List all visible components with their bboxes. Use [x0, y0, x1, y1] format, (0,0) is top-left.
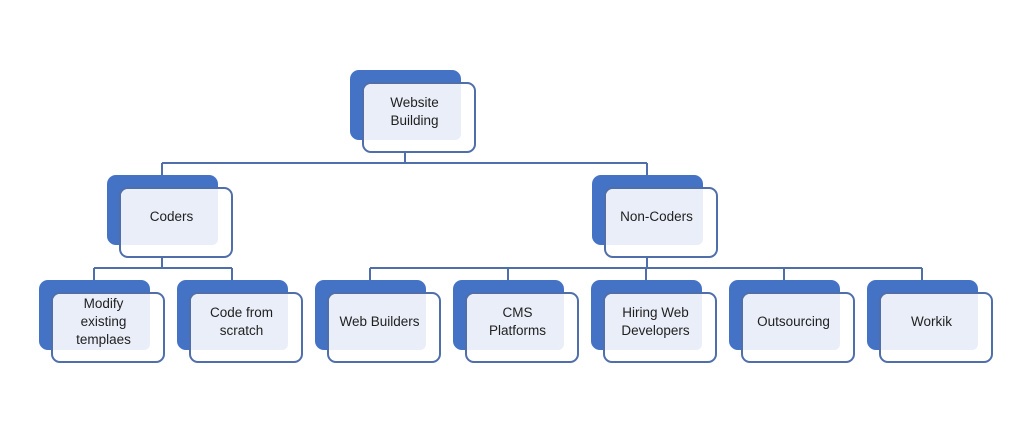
node-card: Coders [119, 187, 233, 258]
node-card-tint [743, 294, 840, 350]
node-card: Workik [879, 292, 993, 363]
node-cms-platforms: CMS Platforms [453, 280, 579, 363]
node-label: CMS Platforms [488, 305, 546, 338]
node-card-tint [121, 189, 218, 245]
node-non-coders: Non-Coders [592, 175, 718, 258]
node-label: Non-Coders [620, 209, 693, 224]
node-outsourcing: Outsourcing [729, 280, 855, 363]
node-card-tint [467, 294, 564, 350]
node-card-tint [329, 294, 426, 350]
node-label: Modify existing templaes [76, 296, 131, 347]
node-coders: Coders [107, 175, 233, 258]
node-workik: Workik [867, 280, 993, 363]
node-label: Website Building [390, 95, 439, 128]
node-web-builders: Web Builders [315, 280, 441, 363]
node-card: Web Builders [327, 292, 441, 363]
node-card: CMS Platforms [465, 292, 579, 363]
node-card: Non-Coders [604, 187, 718, 258]
node-card: Code from scratch [189, 292, 303, 363]
node-code-from-scratch: Code from scratch [177, 280, 303, 363]
node-card: Modify existing templaes [51, 292, 165, 363]
node-card-tint [605, 294, 702, 350]
node-hiring-web-developers: Hiring Web Developers [591, 280, 717, 363]
node-website-building: Website Building [350, 70, 476, 153]
node-label: Workik [910, 314, 952, 329]
node-modify-existing-templaes: Modify existing templaes [39, 280, 165, 363]
node-label: Hiring Web Developers [621, 305, 690, 338]
node-card-tint [881, 294, 978, 350]
node-card-tint [53, 294, 150, 350]
node-card: Website Building [362, 82, 476, 153]
node-label: Web Builders [339, 314, 420, 329]
node-label: Outsourcing [757, 314, 830, 329]
node-card-tint [364, 84, 461, 140]
node-label: Code from scratch [209, 305, 274, 338]
node-label: Coders [149, 209, 194, 224]
node-card: Hiring Web Developers [603, 292, 717, 363]
node-card-tint [191, 294, 288, 350]
node-card-tint [606, 189, 703, 245]
node-card: Outsourcing [741, 292, 855, 363]
